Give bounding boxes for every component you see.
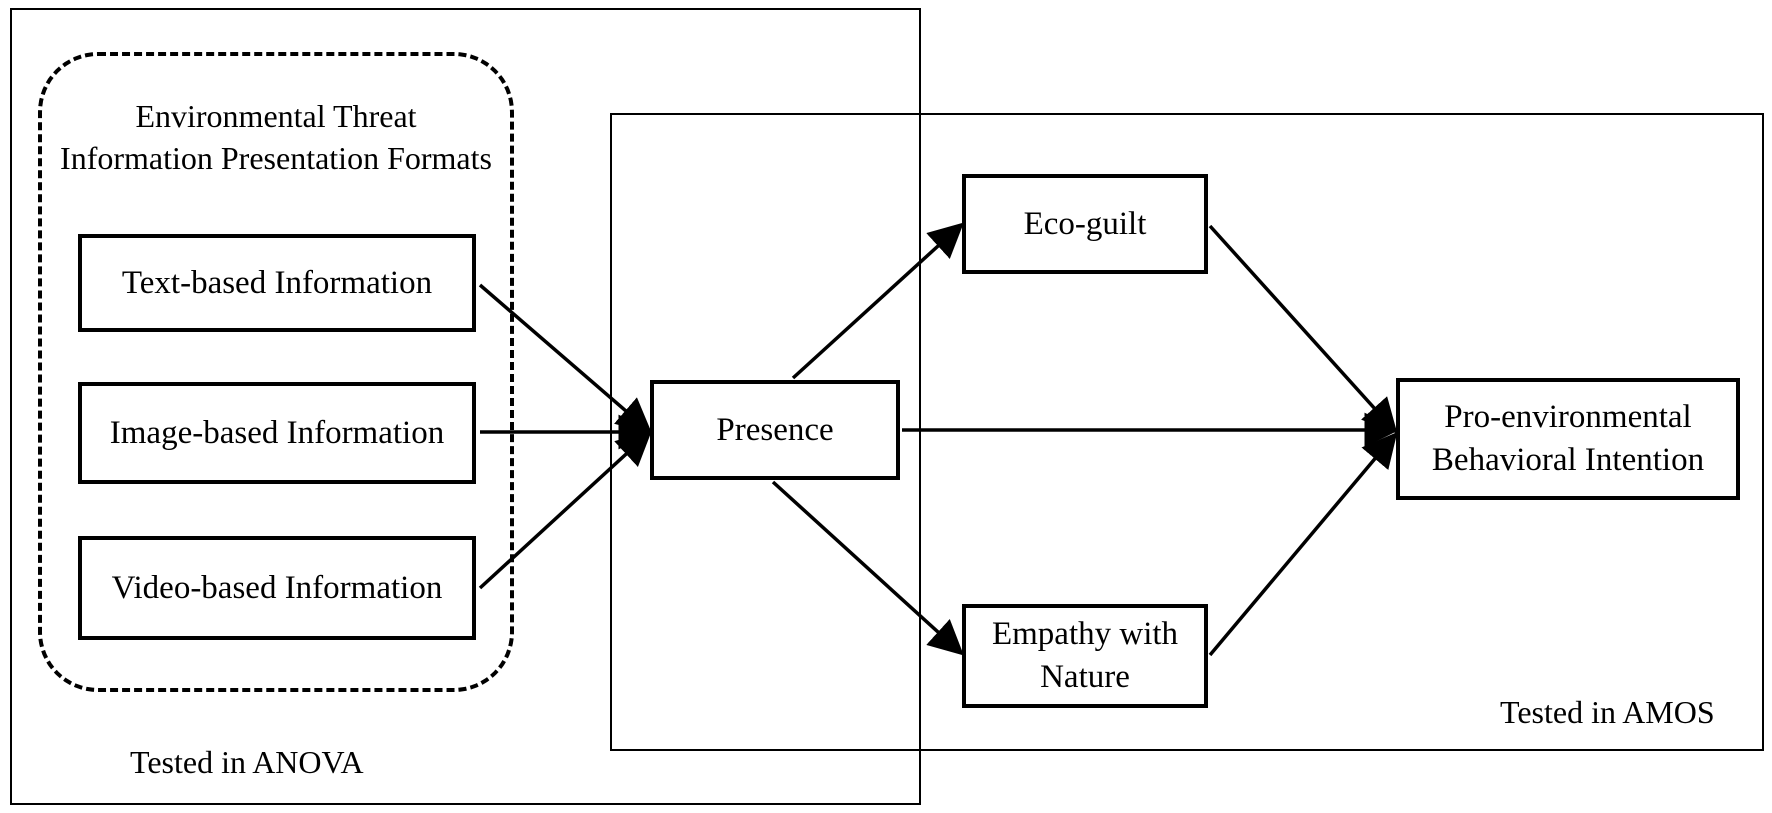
behavioral-intention-node: Pro-environmental Behavioral Intention <box>1396 378 1740 500</box>
empathy-with-nature-node: Empathy with Nature <box>962 604 1208 708</box>
presentation-formats-title: Environmental Threat Information Present… <box>60 98 492 176</box>
anova-test-frame <box>10 8 921 805</box>
text-based-information-node: Text-based Information <box>78 234 476 332</box>
video-based-information-node: Video-based Information <box>78 536 476 640</box>
eco-guilt-node: Eco-guilt <box>962 174 1208 274</box>
image-based-information-node: Image-based Information <box>78 382 476 484</box>
anova-frame-label: Tested in ANOVA <box>130 744 364 780</box>
presence-node: Presence <box>650 380 900 480</box>
amos-frame-label: Tested in AMOS <box>1500 694 1715 730</box>
